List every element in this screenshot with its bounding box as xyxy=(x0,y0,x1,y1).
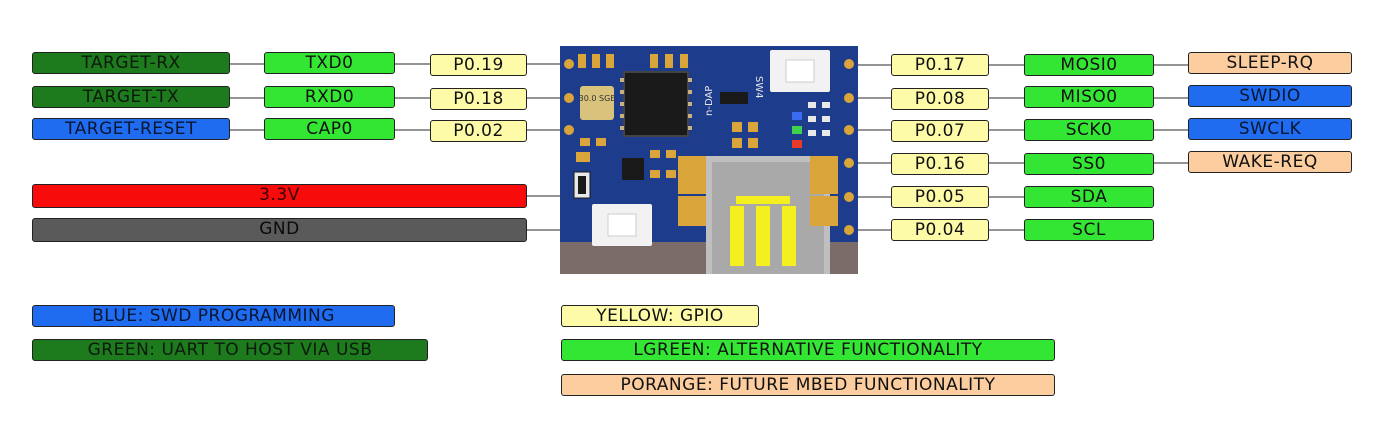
pin-p0-04: P0.04 xyxy=(891,219,989,241)
pin-ss0: SS0 xyxy=(1024,153,1154,175)
pin-rxd0: RXD0 xyxy=(264,86,395,108)
pin-p0-19: P0.19 xyxy=(430,54,527,76)
pin-p0-05: P0.05 xyxy=(891,186,989,208)
board-name-label: n-DAP xyxy=(704,86,715,116)
pin-p0-08: P0.08 xyxy=(891,88,989,110)
pin-target-reset: TARGET-RESET xyxy=(32,118,230,140)
legend-blue: BLUE: SWD PROGRAMMING xyxy=(32,305,395,327)
pin-miso0: MISO0 xyxy=(1024,86,1154,108)
pin-mosi0: MOSI0 xyxy=(1024,54,1154,76)
switch-label: SW4 xyxy=(753,76,764,99)
legend-orange: PORANGE: FUTURE MBED FUNCTIONALITY xyxy=(561,374,1055,396)
pin-p0-02: P0.02 xyxy=(430,120,527,142)
board-image: 30.0 SGE n-DAP SW4 xyxy=(560,46,858,274)
legend-lgreen: LGREEN: ALTERNATIVE FUNCTIONALITY xyxy=(561,339,1055,361)
pin-3v3: 3.3V xyxy=(32,184,527,208)
crystal-label: 30.0 SGE xyxy=(579,94,616,103)
pin-sleep-rq: SLEEP-RQ xyxy=(1188,52,1352,74)
pin-p0-07: P0.07 xyxy=(891,120,989,142)
pin-p0-16: P0.16 xyxy=(891,153,989,175)
pin-p0-17: P0.17 xyxy=(891,54,989,76)
pin-swdio: SWDIO xyxy=(1188,85,1352,107)
pin-sck0: SCK0 xyxy=(1024,119,1154,141)
pin-scl: SCL xyxy=(1024,219,1154,241)
pin-p0-18: P0.18 xyxy=(430,88,527,110)
pin-cap0: CAP0 xyxy=(264,118,395,140)
pin-swclk: SWCLK xyxy=(1188,118,1352,140)
pin-wake-req: WAKE-REQ xyxy=(1188,151,1352,173)
pin-sda: SDA xyxy=(1024,186,1154,208)
legend-green: GREEN: UART TO HOST VIA USB xyxy=(32,339,428,361)
legend-yellow: YELLOW: GPIO xyxy=(561,305,759,327)
pin-target-rx: TARGET-RX xyxy=(32,52,230,74)
pin-txd0: TXD0 xyxy=(264,52,395,74)
pin-gnd: GND xyxy=(32,218,527,242)
pin-target-tx: TARGET-TX xyxy=(32,86,230,108)
